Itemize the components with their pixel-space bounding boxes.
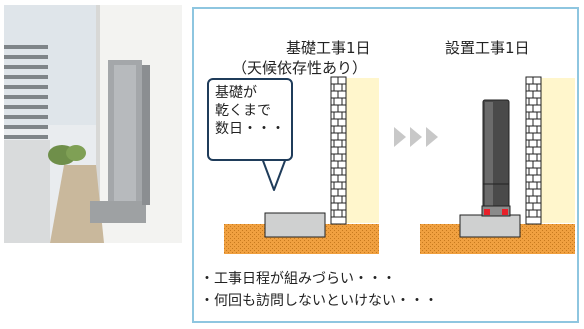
left-foundation bbox=[264, 212, 326, 238]
bubble-line: 基礎が bbox=[215, 85, 257, 101]
note-item: ・工事日程が組みづらい・・・ bbox=[200, 271, 396, 287]
bracket-right bbox=[502, 209, 508, 215]
unit-base bbox=[481, 205, 511, 217]
comparison-panel bbox=[192, 7, 579, 323]
left-title: 基礎工事1日 bbox=[286, 39, 371, 57]
left-subtitle: （天候依存性あり） bbox=[232, 59, 368, 77]
bubble-line: 乾くまで bbox=[215, 103, 271, 119]
right-brick-lines bbox=[526, 77, 541, 218]
arrow-icon bbox=[394, 127, 438, 147]
product-photo bbox=[4, 5, 182, 243]
right-foundation bbox=[459, 214, 521, 238]
note-item: ・何回も訪問しないといけない・・・ bbox=[200, 293, 438, 309]
right-title: 設置工事1日 bbox=[445, 39, 530, 57]
bracket-left bbox=[484, 209, 490, 215]
bubble-line: 数日・・・ bbox=[215, 121, 285, 137]
right-wall-background bbox=[541, 78, 575, 223]
left-wall-background bbox=[346, 78, 379, 223]
left-brick-lines bbox=[331, 77, 346, 218]
speech-bubble: 基礎が 乾くまで 数日・・・ bbox=[207, 78, 293, 161]
bubble-tail bbox=[261, 157, 287, 191]
notes: ・工事日程が組みづらい・・・ ・何回も訪問しないといけない・・・ bbox=[200, 268, 438, 312]
